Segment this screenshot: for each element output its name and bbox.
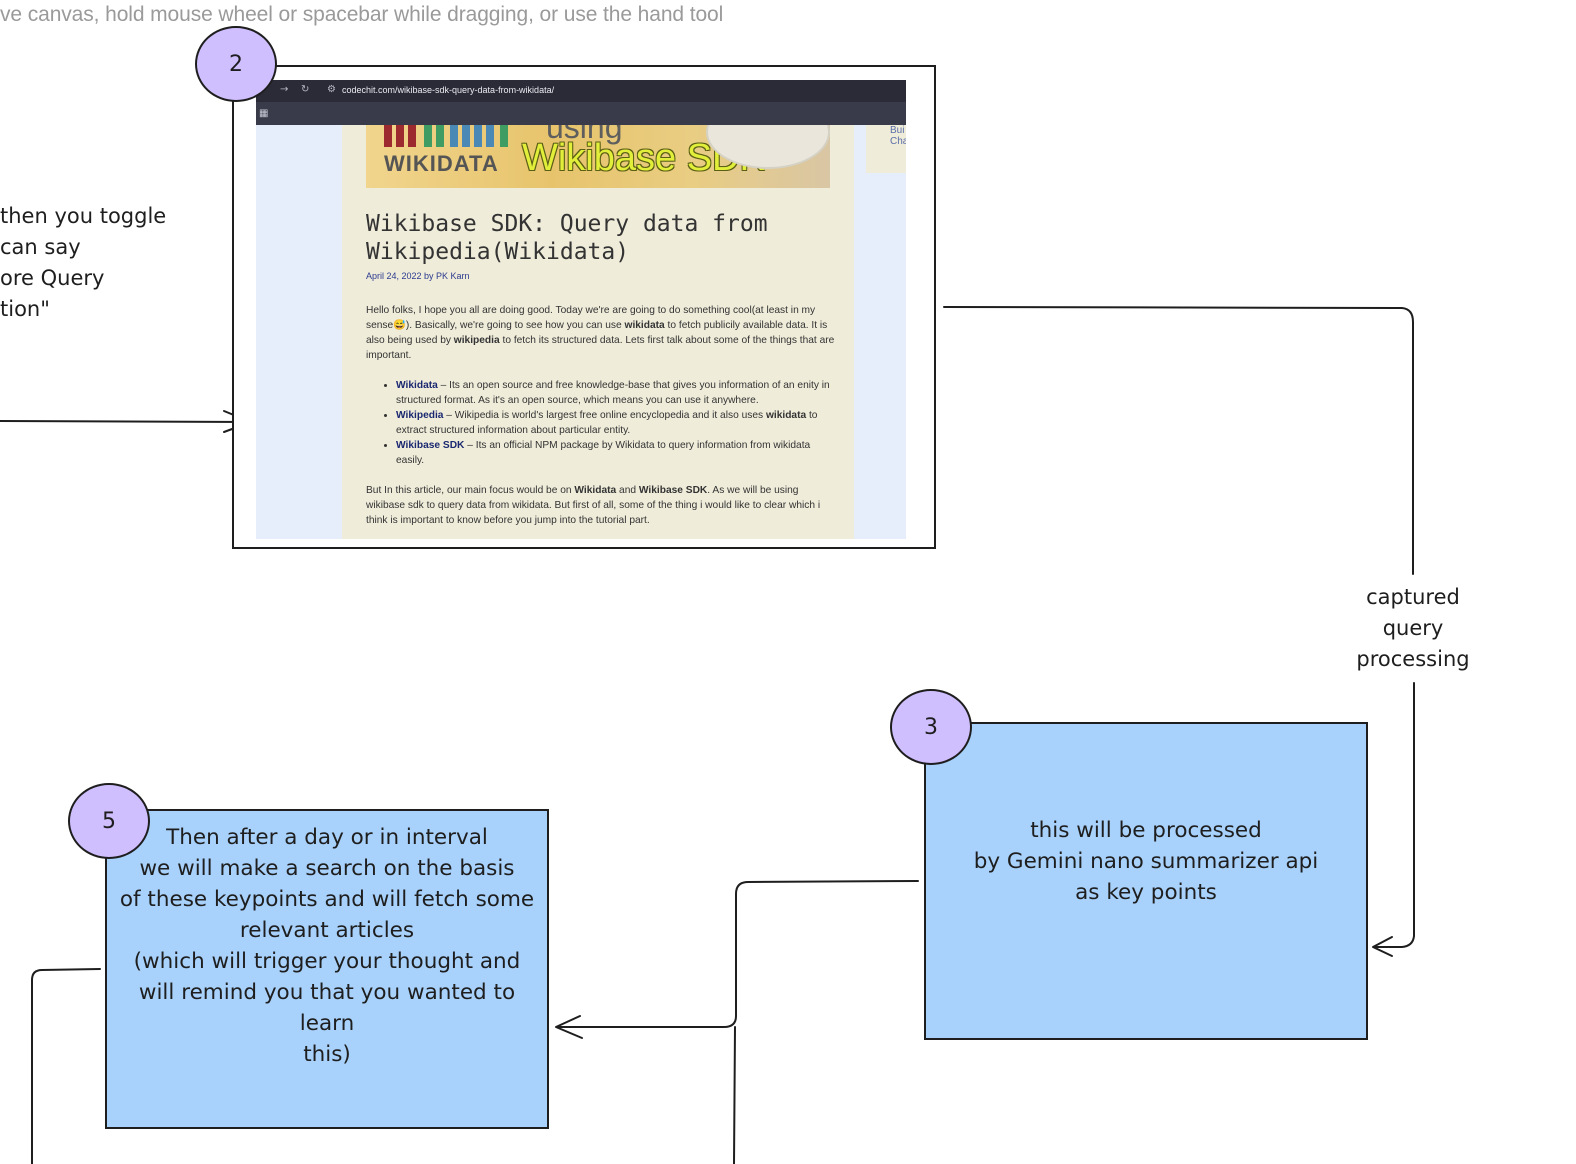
list-item: Wikidata – Its an open source and free k…: [396, 378, 836, 408]
step2-badge[interactable]: 2: [195, 26, 277, 102]
list-item: Wikipedia – Wikipedia is world's largest…: [396, 408, 836, 438]
list-item: Wikibase SDK – Its an official NPM packa…: [396, 438, 836, 468]
step3-badge[interactable]: 3: [890, 689, 972, 765]
captured-query-label[interactable]: captured query processing: [1348, 582, 1478, 675]
sidebar-snippet: Bui: [890, 125, 905, 136]
step5-badge[interactable]: 5: [68, 783, 150, 859]
side-note-line: ore Query: [0, 266, 105, 290]
connector-step2-to-captured: [943, 306, 1414, 575]
article-meta: April 24, 2022 by PK Karn: [366, 271, 470, 281]
banner-wikidata-logo: WIKIDATA: [384, 151, 499, 176]
side-note-text: then you toggle can say ore Query tion": [0, 201, 166, 325]
connector-step5-left: [31, 968, 101, 1164]
side-note-line: can say: [0, 235, 81, 259]
side-note-line: then you toggle: [0, 204, 167, 228]
article-intro: Hello folks, I hope you all are doing go…: [366, 305, 835, 361]
step3-text: this will be processed by Gemini nano su…: [973, 817, 1319, 905]
webpage-article: using WIKIDATA Wikibase SDK Wikibase SDK…: [342, 125, 854, 539]
sidebar-snippet: Cha: [890, 136, 906, 147]
arrow-into-step2: [0, 420, 251, 423]
canvas-navigation-hint: ve canvas, hold mouse wheel or spacebar …: [0, 3, 724, 26]
connector-step3-to-step5: [556, 880, 919, 1028]
browser-address-bar: → ↻ ⚙ codechit.com/wikibase-sdk-query-da…: [256, 80, 906, 102]
connector-captured-to-step3: [1373, 682, 1415, 948]
banner-using-word: using: [546, 125, 623, 145]
connector-down-from-step3-branch: [733, 1026, 736, 1164]
webpage-sidebar-card: Bui Cha: [866, 125, 906, 173]
apps-grid-icon: ▦: [259, 108, 269, 119]
browser-url: codechit.com/wikibase-sdk-query-data-fro…: [342, 85, 555, 95]
embedded-webpage-screenshot[interactable]: → ↻ ⚙ codechit.com/wikibase-sdk-query-da…: [256, 80, 906, 539]
step3-box[interactable]: this will be processed by Gemini nano su…: [924, 722, 1368, 1040]
reload-icon: ↻: [301, 84, 310, 95]
side-note-line: tion": [0, 297, 50, 321]
arrow-into-step3-head: [1372, 936, 1393, 957]
article-banner-image: using WIKIDATA Wikibase SDK: [366, 125, 830, 188]
site-settings-icon: ⚙: [327, 84, 336, 95]
browser-toolbar: ▦: [256, 102, 906, 125]
article-title: Wikibase SDK: Query data from Wikipedia(…: [366, 211, 768, 265]
article-closing: But In this article, our main focus woul…: [366, 485, 821, 526]
article-body: Hello folks, I hope you all are doing go…: [366, 303, 836, 539]
wikidata-logo-bars: [384, 125, 514, 147]
forward-icon: →: [280, 84, 289, 95]
arrow-into-step5-head: [555, 1015, 583, 1039]
article-bullet-list: Wikidata – Its an open source and free k…: [366, 378, 836, 468]
step5-text: Then after a day or in interval we will …: [119, 825, 535, 1067]
step5-box[interactable]: Then after a day or in interval we will …: [105, 809, 549, 1129]
